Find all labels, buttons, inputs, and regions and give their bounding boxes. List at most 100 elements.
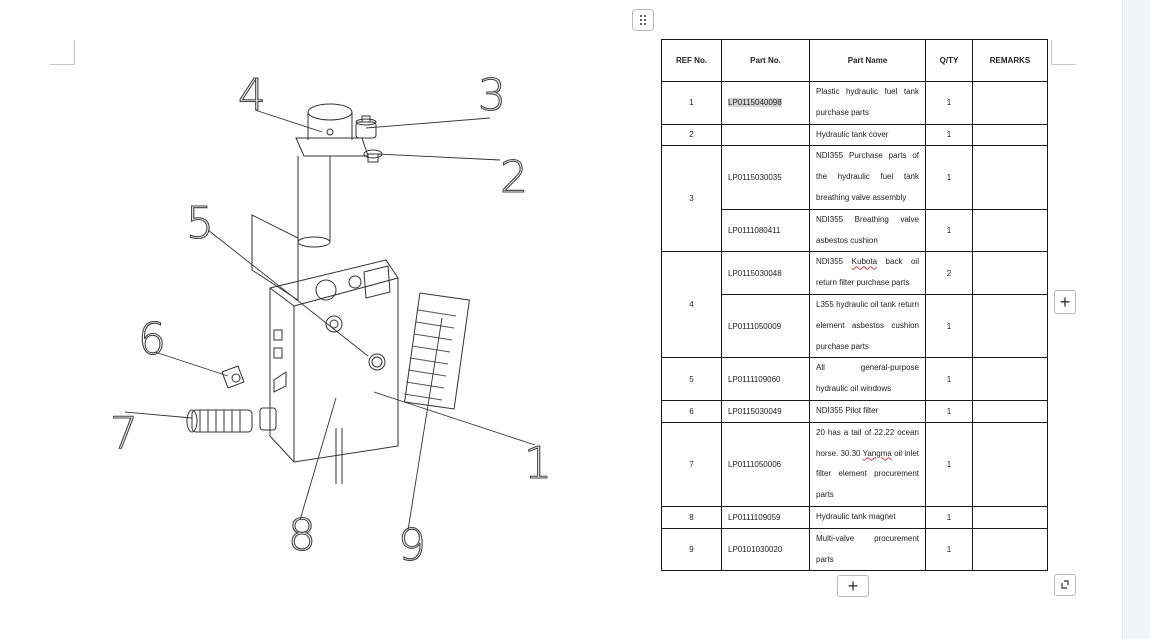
selected-text[interactable]: LP0115040098 xyxy=(728,98,782,108)
header-remarks[interactable]: REMARKS xyxy=(972,39,1048,82)
parts-table[interactable]: REF No. Part No. Part Name Q/TY REMARKS … xyxy=(661,39,1048,572)
remarks-cell[interactable] xyxy=(972,399,1048,423)
misspelled-word[interactable]: Kubota xyxy=(851,257,878,267)
qty-cell[interactable]: 1 xyxy=(925,505,973,529)
part-name-cell[interactable]: NDI355 Pilot filter xyxy=(809,399,926,423)
remarks-cell[interactable] xyxy=(972,421,1048,507)
add-row-button[interactable]: + xyxy=(837,575,869,597)
part-name-cell[interactable]: 20 has a tail of 22.22 ocean horse. 30.3… xyxy=(809,421,926,507)
qty-cell[interactable]: 1 xyxy=(925,399,973,423)
part-no-cell[interactable]: LP0111109059 xyxy=(721,505,810,529)
table-resize-button[interactable] xyxy=(1054,574,1076,596)
table-row: 2 Hydraulic tank cover 1 xyxy=(661,123,1048,147)
remarks-cell[interactable] xyxy=(972,505,1048,529)
header-ref-no[interactable]: REF No. xyxy=(661,39,722,82)
document-page: 4 3 2 5 6 7 8 9 1 REF No. Part No. Part … xyxy=(50,9,1076,597)
table-row: 8 LP0111109059 Hydraulic tank magnet 1 xyxy=(661,505,1048,529)
qty-cell[interactable]: 1 xyxy=(925,81,973,125)
add-column-button[interactable]: + xyxy=(1054,290,1076,314)
table-header-row: REF No. Part No. Part Name Q/TY REMARKS xyxy=(661,39,1048,82)
qty-cell[interactable]: 2 xyxy=(925,251,973,295)
qty-cell[interactable]: 1 xyxy=(925,293,973,359)
callout-4: 4 xyxy=(238,70,266,121)
part-name-cell[interactable]: Multi-valve procurement parts xyxy=(809,527,926,572)
remarks-cell[interactable] xyxy=(972,357,1048,401)
page-corner-mark-right xyxy=(1051,40,1076,65)
table-row: 9 LP0101030020 Multi-valve procurement p… xyxy=(661,527,1048,572)
part-no-cell[interactable]: LP0111109060 xyxy=(721,357,810,401)
header-part-name[interactable]: Part Name xyxy=(809,39,926,82)
part-name-cell[interactable]: NDI355 Kubota back oil return filter pur… xyxy=(809,251,926,295)
part-name-text: oil inlet filter element procurement par… xyxy=(816,448,919,500)
table-row: 4 LP0115030048 NDI355 Kubota back oil re… xyxy=(661,251,1048,359)
callout-2: 2 xyxy=(500,152,528,203)
table-row: 3 LP0115030035 NDI355 Purchase parts of … xyxy=(661,145,1048,253)
ref-cell[interactable]: 6 xyxy=(661,399,722,423)
qty-cell[interactable]: 1 xyxy=(925,421,973,507)
qty-cell[interactable]: 1 xyxy=(925,145,973,210)
plus-icon: + xyxy=(1059,292,1071,312)
part-no-cell[interactable] xyxy=(721,123,810,147)
qty-cell[interactable]: 1 xyxy=(925,123,973,147)
part-no-cell[interactable]: LP0111050009 xyxy=(721,293,810,359)
callout-7: 7 xyxy=(110,408,138,459)
part-no-cell[interactable]: LP0115030048 xyxy=(721,251,810,295)
qty-cell[interactable]: 1 xyxy=(925,357,973,401)
part-name-text: NDI355 xyxy=(816,257,852,267)
part-name-cell[interactable]: Hydraulic tank cover xyxy=(809,123,926,147)
remarks-cell[interactable] xyxy=(972,527,1048,572)
ref-cell[interactable]: 5 xyxy=(661,357,722,401)
part-no-cell[interactable]: LP0101030020 xyxy=(721,527,810,572)
drag-handle-icon xyxy=(640,15,646,25)
exploded-view-drawing[interactable]: 4 3 2 5 6 7 8 9 1 xyxy=(100,60,570,580)
ref-cell[interactable]: 7 xyxy=(661,421,722,507)
part-name-cell[interactable]: Hydraulic tank magnet xyxy=(809,505,926,529)
part-no-cell[interactable]: LP0111080411 xyxy=(721,208,810,253)
qty-cell[interactable]: 1 xyxy=(925,208,973,253)
remarks-cell[interactable] xyxy=(972,145,1048,210)
part-no-cell[interactable]: LP0115030049 xyxy=(721,399,810,423)
remarks-cell[interactable] xyxy=(972,293,1048,359)
part-name-cell[interactable]: L355 hydraulic oil tank return element a… xyxy=(809,293,926,359)
page-corner-mark-left xyxy=(50,40,75,65)
ref-cell[interactable]: 9 xyxy=(661,527,722,572)
callout-1: 1 xyxy=(524,438,552,489)
callout-9: 9 xyxy=(398,520,426,571)
remarks-cell[interactable] xyxy=(972,251,1048,295)
part-name-cell[interactable]: Plastic hydraulic fuel tank purchase par… xyxy=(809,81,926,125)
plus-icon: + xyxy=(847,576,859,596)
part-name-text: 20 has a tail of 22.22 ocean horse. 30.3… xyxy=(816,427,919,458)
table-row: 1 LP0115040098 Plastic hydraulic fuel ta… xyxy=(661,81,1048,125)
table-drag-handle[interactable] xyxy=(632,9,654,31)
part-no-cell[interactable]: LP0115040098 xyxy=(721,81,810,125)
callout-8: 8 xyxy=(288,510,316,561)
resize-icon xyxy=(1061,580,1069,589)
table-row: LP0111050009 L355 hydraulic oil tank ret… xyxy=(662,293,1048,359)
misspelled-word[interactable]: Yangma xyxy=(862,448,892,458)
part-name-text: back oil return filter purchase parts xyxy=(816,257,919,288)
ref-cell[interactable]: 3 xyxy=(661,145,722,253)
part-name-cell[interactable]: NDI355 Breathing valve asbestos cushion xyxy=(809,208,926,253)
table-row: LP0111080411 NDI355 Breathing valve asbe… xyxy=(662,208,1048,253)
window-scroll-gutter[interactable] xyxy=(1122,0,1150,639)
remarks-cell[interactable] xyxy=(972,123,1048,147)
part-name-cell[interactable]: NDI355 Purchase parts of the hydraulic f… xyxy=(809,145,926,210)
ref-cell[interactable]: 1 xyxy=(661,81,722,125)
part-name-cell[interactable]: All general-purpose hydraulic oil window… xyxy=(809,357,926,401)
table-row: 5 LP0111109060 All general-purpose hydra… xyxy=(661,357,1048,401)
part-no-cell[interactable]: LP0115030035 xyxy=(721,145,810,210)
header-part-no[interactable]: Part No. xyxy=(721,39,810,82)
ref-cell[interactable]: 4 xyxy=(661,251,722,359)
table-row: 6 LP0115030049 NDI355 Pilot filter 1 xyxy=(661,399,1048,423)
ref-cell[interactable]: 2 xyxy=(661,123,722,147)
table-row: 7 LP0111050006 20 has a tail of 22.22 oc… xyxy=(661,421,1048,507)
qty-cell[interactable]: 1 xyxy=(925,527,973,572)
part-no-cell[interactable]: LP0111050006 xyxy=(721,421,810,507)
callout-3: 3 xyxy=(478,70,506,121)
ref-cell[interactable]: 8 xyxy=(661,505,722,529)
callout-6: 6 xyxy=(138,314,166,365)
remarks-cell[interactable] xyxy=(972,208,1048,253)
header-qty[interactable]: Q/TY xyxy=(925,39,973,82)
remarks-cell[interactable] xyxy=(972,81,1048,125)
callout-5: 5 xyxy=(186,198,214,249)
